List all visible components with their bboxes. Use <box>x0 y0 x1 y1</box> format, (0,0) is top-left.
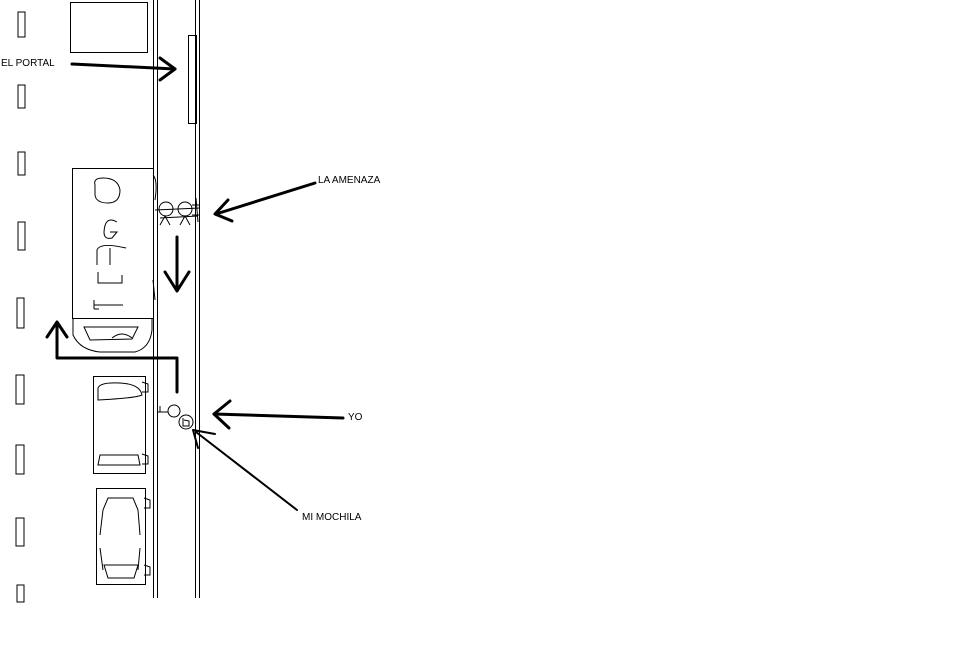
threat-figures <box>154 197 201 226</box>
escape-arrow <box>45 320 179 394</box>
lane-dashes <box>15 11 26 603</box>
portal-arrow <box>70 56 177 82</box>
me-arrow <box>212 399 345 430</box>
down-arrow <box>163 235 191 293</box>
me-figure <box>158 404 181 418</box>
building <box>70 2 148 53</box>
arrows <box>45 56 345 511</box>
backpack <box>178 414 194 430</box>
label-portal: EL PORTAL <box>1 58 55 69</box>
label-me: YO <box>348 412 363 423</box>
sidewalk-curbs <box>153 0 200 598</box>
van-lettering <box>93 177 127 310</box>
car-2 <box>96 488 151 585</box>
label-backpack: MI MOCHILA <box>302 512 362 523</box>
van <box>72 168 157 353</box>
car-1 <box>93 376 149 474</box>
portal-door <box>188 35 197 124</box>
backpack-arrow <box>192 429 298 511</box>
label-threat: LA AMENAZA <box>318 175 381 186</box>
threat-arrow <box>213 181 317 223</box>
